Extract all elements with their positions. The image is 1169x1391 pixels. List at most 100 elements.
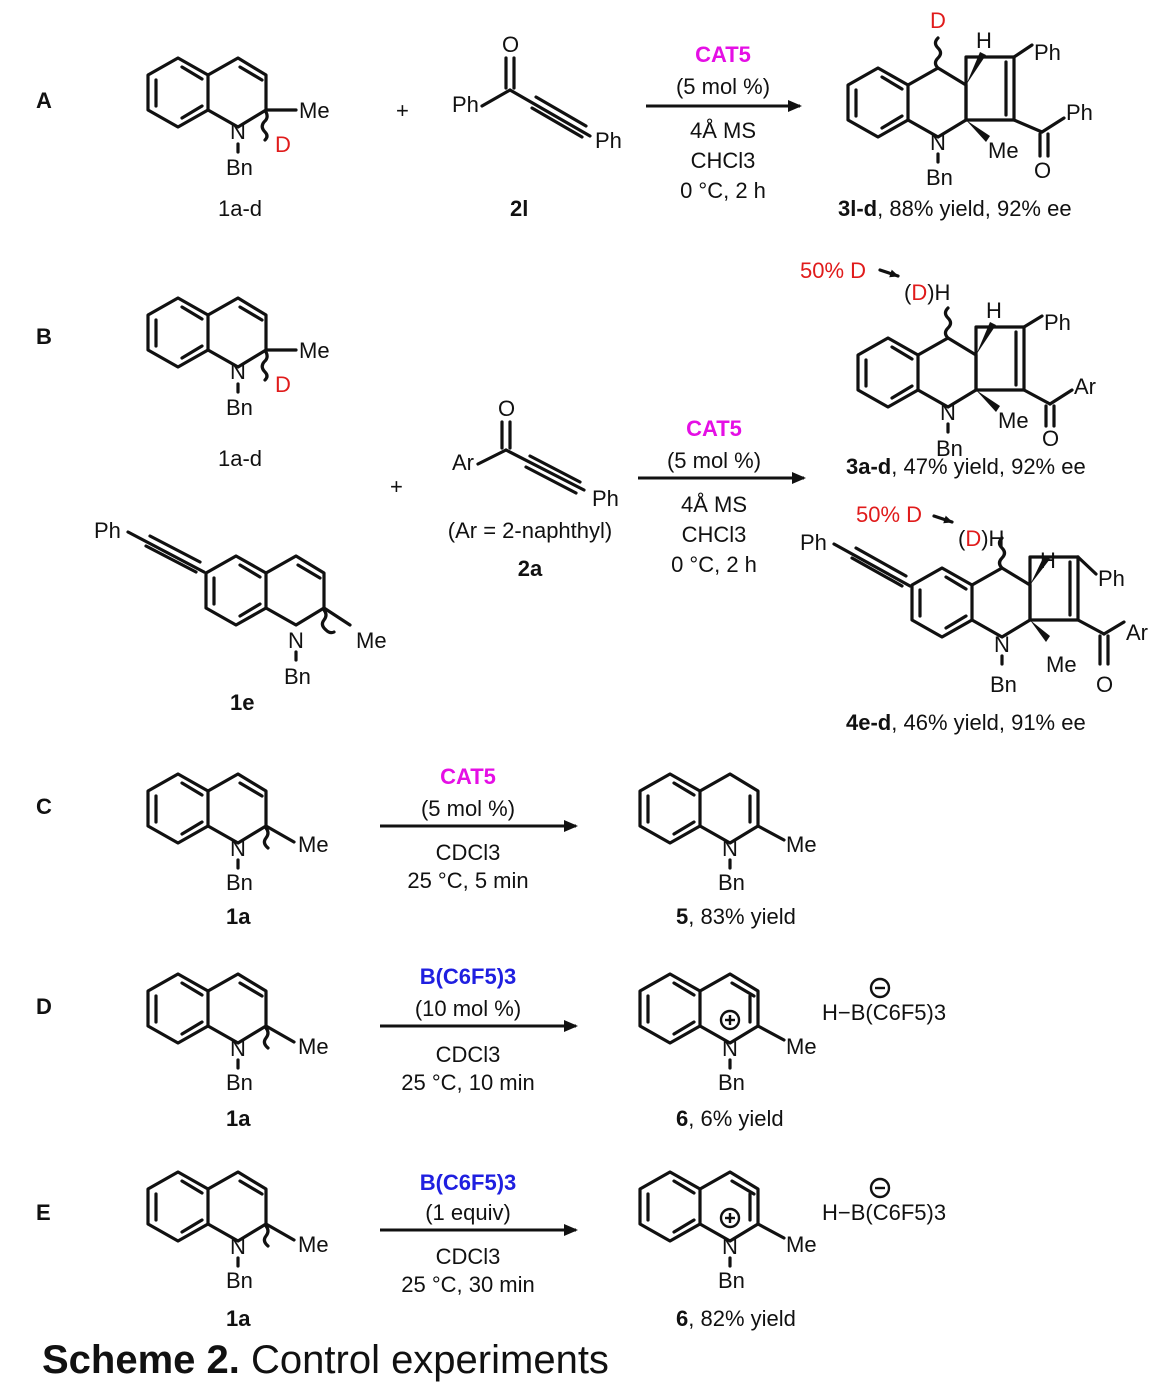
methyl-label: Me — [786, 1232, 817, 1257]
hydrogen-label: (D)H — [958, 526, 1004, 551]
reactant-1a-structure-e: Me N Bn — [146, 1170, 329, 1293]
methyl-label: Me — [356, 628, 387, 653]
product-5-result: , 83% yield — [688, 904, 796, 929]
phenyl-label: Ph — [592, 486, 619, 511]
condition-temperature-e: 25 °C, 30 min — [401, 1272, 535, 1297]
product-5-structure: Me N Bn — [638, 772, 817, 895]
section-a: A Me D N Bn 1a-d + O Ph — [36, 8, 1093, 221]
product-5-compound: 5 — [676, 904, 688, 929]
compound-1e-label: 1e — [230, 690, 254, 715]
product-4e-d-result: , 46% yield, 91% ee — [891, 710, 1085, 735]
borohydride-label: H−B(C6F5)3 — [822, 1000, 946, 1025]
condition-temperature: 0 °C, 2 h — [680, 178, 766, 203]
phenyl-label: Ph — [94, 518, 121, 543]
benzyl-label: Bn — [226, 155, 253, 180]
carbonyl-oxygen-label: O — [502, 32, 519, 57]
reactant-1a-d-structure-b: Me D N Bn — [146, 296, 330, 420]
compound-1a-label-c: 1a — [226, 904, 251, 929]
positive-charge-icon — [719, 1009, 741, 1031]
aryl-label: Ar — [1074, 374, 1096, 399]
carbonyl-oxygen-label: O — [1042, 426, 1059, 451]
benzyl-label: Bn — [718, 1070, 745, 1095]
plus-sign: + — [390, 474, 403, 499]
product-3a-d-compound: 3a-d — [846, 454, 891, 479]
carbonyl-oxygen-label: O — [1034, 158, 1051, 183]
hydrogen-label: (D)H — [904, 280, 950, 305]
compound-2l-label: 2l — [510, 196, 528, 221]
nitrogen-label: N — [230, 1036, 246, 1061]
section-d: D Me N Bn 1a B(C6F5)3 (10 mol %) CDCl3 2… — [36, 964, 946, 1131]
benzyl-label: Bn — [990, 672, 1017, 697]
compound-1a-label-d: 1a — [226, 1106, 251, 1131]
product-3l-d-compound: 3l-d — [838, 196, 877, 221]
nitrogen-label: N — [722, 1234, 738, 1259]
section-label-d: D — [36, 994, 52, 1019]
product-3l-d-structure: D H Ph Ph O Me N Bn — [846, 8, 1093, 190]
condition-solvent-c: CDCl3 — [436, 840, 501, 865]
benzyl-label: Bn — [284, 664, 311, 689]
phenyl-label: Ph — [1044, 310, 1071, 335]
compound-1a-d-label-b: 1a-d — [218, 446, 262, 471]
counterion-d: H−B(C6F5)3 — [822, 977, 946, 1025]
catalyst-label-b: CAT5 — [686, 416, 742, 441]
benzyl-label: Bn — [718, 870, 745, 895]
methyl-label: Me — [298, 1034, 329, 1059]
product-3l-d-caption: 3l-d, 88% yield, 92% ee — [838, 196, 1072, 221]
benzyl-label: Bn — [226, 395, 253, 420]
deuterium-label: D — [965, 526, 981, 551]
condition-sieves-b: 4Å MS — [681, 492, 747, 517]
reactant-1a-structure-c: Me N Bn — [146, 772, 329, 895]
section-e: E Me N Bn 1a B(C6F5)3 (1 equiv) CDCl3 25… — [36, 1170, 946, 1331]
product-6-caption-d: 6, 6% yield — [676, 1106, 784, 1131]
condition-solvent-d: CDCl3 — [436, 1042, 501, 1067]
condition-temperature-c: 25 °C, 5 min — [407, 868, 528, 893]
product-6-compound-e: 6 — [676, 1306, 688, 1331]
product-6-compound-d: 6 — [676, 1106, 688, 1131]
benzyl-label: Bn — [226, 1268, 253, 1293]
condition-solvent-b: CHCl3 — [682, 522, 747, 547]
deuterium-label: D — [911, 280, 927, 305]
product-6-structure-e: Me N Bn — [638, 1170, 817, 1293]
borane-catalyst-label: B(C6F5)3 — [420, 964, 517, 989]
nitrogen-label: N — [940, 400, 956, 425]
benzyl-label: Bn — [936, 436, 963, 461]
product-3a-d-structure: 50% D (D)H H Ph Ar O Me N Bn — [800, 258, 1096, 461]
methyl-label: Me — [786, 832, 817, 857]
condition-loading-e: (1 equiv) — [425, 1200, 511, 1225]
negative-charge-icon — [869, 1177, 891, 1199]
catalyst-label-c: CAT5 — [440, 764, 496, 789]
section-c: C Me N Bn 1a CAT5 (5 mol %) CDCl3 25 °C,… — [36, 764, 817, 929]
methyl-label: Me — [998, 408, 1029, 433]
aryl-label: Ar — [452, 450, 474, 475]
product-4e-d-compound: 4e-d — [846, 710, 891, 735]
phenyl-label-2: Ph — [1098, 566, 1125, 591]
condition-sieves: 4Å MS — [690, 118, 756, 143]
deuterium-note-2: 50% D — [856, 502, 922, 527]
reactant-2a-structure: O Ar Ph — [452, 396, 619, 511]
catalyst-label: CAT5 — [695, 42, 751, 67]
benzyl-label: Bn — [926, 165, 953, 190]
nitrogen-label: N — [288, 628, 304, 653]
nitrogen-label: N — [230, 359, 246, 384]
nitrogen-label: N — [230, 119, 246, 144]
condition-loading: (5 mol %) — [676, 74, 770, 99]
nitrogen-label: N — [930, 130, 946, 155]
condition-loading-d: (10 mol %) — [415, 996, 521, 1021]
condition-loading-c: (5 mol %) — [421, 796, 515, 821]
methyl-label: Me — [988, 138, 1019, 163]
nitrogen-label: N — [722, 836, 738, 861]
phenyl-label-2: Ph — [1066, 100, 1093, 125]
methyl-label: Me — [1046, 652, 1077, 677]
condition-loading-b: (5 mol %) — [667, 448, 761, 473]
aryl-label: Ar — [1126, 620, 1148, 645]
product-4e-d-caption: 4e-d, 46% yield, 91% ee — [846, 710, 1086, 735]
section-label-c: C — [36, 794, 52, 819]
deuterium-label: D — [275, 132, 291, 157]
nitrogen-label: N — [230, 836, 246, 861]
product-3a-d-caption: 3a-d, 47% yield, 92% ee — [846, 454, 1086, 479]
condition-solvent: CHCl3 — [691, 148, 756, 173]
borohydride-label: H−B(C6F5)3 — [822, 1200, 946, 1225]
section-label-a: A — [36, 88, 52, 113]
scheme-caption-label: Scheme 2. — [42, 1338, 240, 1382]
